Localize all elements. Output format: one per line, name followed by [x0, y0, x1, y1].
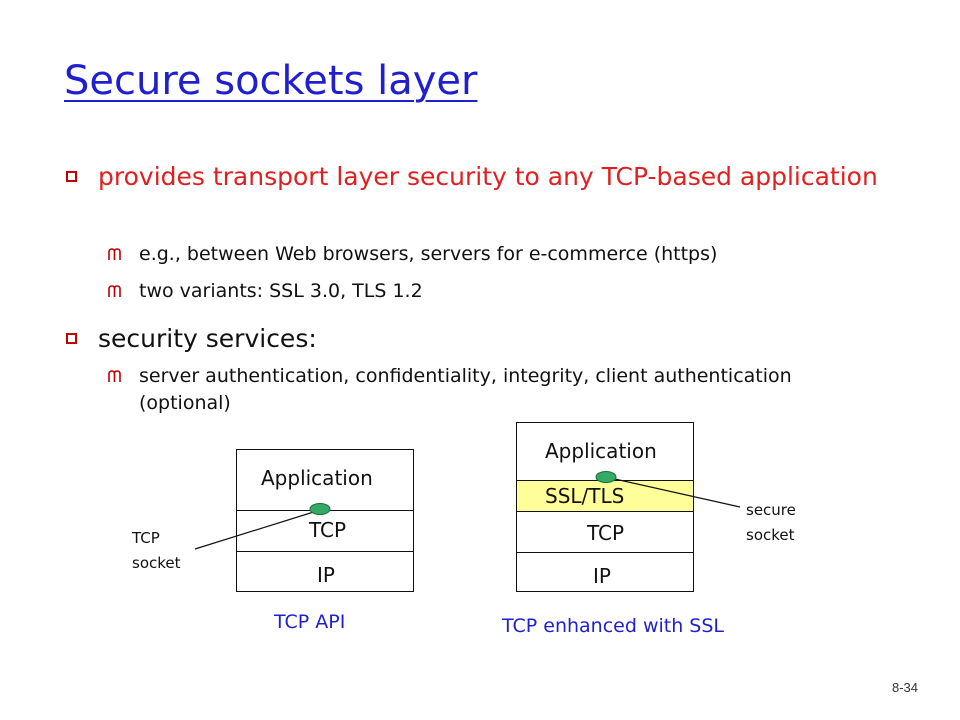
tcp-socket-label: TCP socket — [132, 526, 181, 576]
page-number: 8-34 — [891, 680, 918, 695]
layer-ip: IP — [237, 551, 413, 592]
protocol-stack-left: Application TCP IP — [236, 449, 414, 592]
sub-bullet-icon — [108, 285, 121, 298]
bullet-text: provides transport layer security to any… — [98, 162, 878, 191]
sub-bullet-services: server authentication, confidentiality, … — [108, 363, 808, 417]
bullet-text: security services: — [98, 324, 317, 353]
sub-bullet-text: two variants: SSL 3.0, TLS 1.2 — [139, 280, 423, 302]
sub-bullet-variants: two variants: SSL 3.0, TLS 1.2 — [108, 278, 908, 305]
layer-application: Application — [261, 466, 373, 490]
square-bullet-icon — [66, 171, 77, 182]
secure-socket-icon — [595, 471, 617, 483]
tcp-socket-pointer-line — [194, 509, 321, 550]
tcp-socket-label-line1: TCP — [132, 529, 160, 547]
caption-tcp-enhanced-ssl: TCP enhanced with SSL — [502, 615, 725, 637]
bullet-transport-security: provides transport layer security to any… — [66, 160, 906, 194]
sub-bullet-icon — [108, 248, 121, 261]
layer-ssl-tls: SSL/TLS — [517, 480, 693, 511]
layer-ip: IP — [517, 552, 693, 593]
sub-bullet-text: e.g., between Web browsers, servers for … — [139, 243, 718, 265]
secure-socket-label-line2: socket — [746, 526, 795, 544]
protocol-stack-right: Application SSL/TLS TCP IP — [516, 422, 694, 592]
layer-application: Application — [545, 439, 657, 463]
secure-socket-label: secure socket — [746, 498, 796, 548]
secure-socket-pointer-line — [605, 476, 741, 508]
caption-tcp-api: TCP API — [274, 611, 346, 633]
sub-bullet-examples: e.g., between Web browsers, servers for … — [108, 241, 908, 268]
bullet-security-services: security services: — [66, 322, 906, 356]
sub-bullet-icon — [108, 370, 121, 383]
sub-bullet-text: server authentication, confidentiality, … — [139, 365, 792, 414]
secure-socket-label-line1: secure — [746, 501, 796, 519]
tcp-socket-label-line2: socket — [132, 554, 181, 572]
slide-title: Secure sockets layer — [64, 58, 478, 104]
layer-tcp: TCP — [517, 511, 693, 552]
square-bullet-icon — [66, 333, 77, 344]
tcp-socket-icon — [309, 503, 331, 515]
